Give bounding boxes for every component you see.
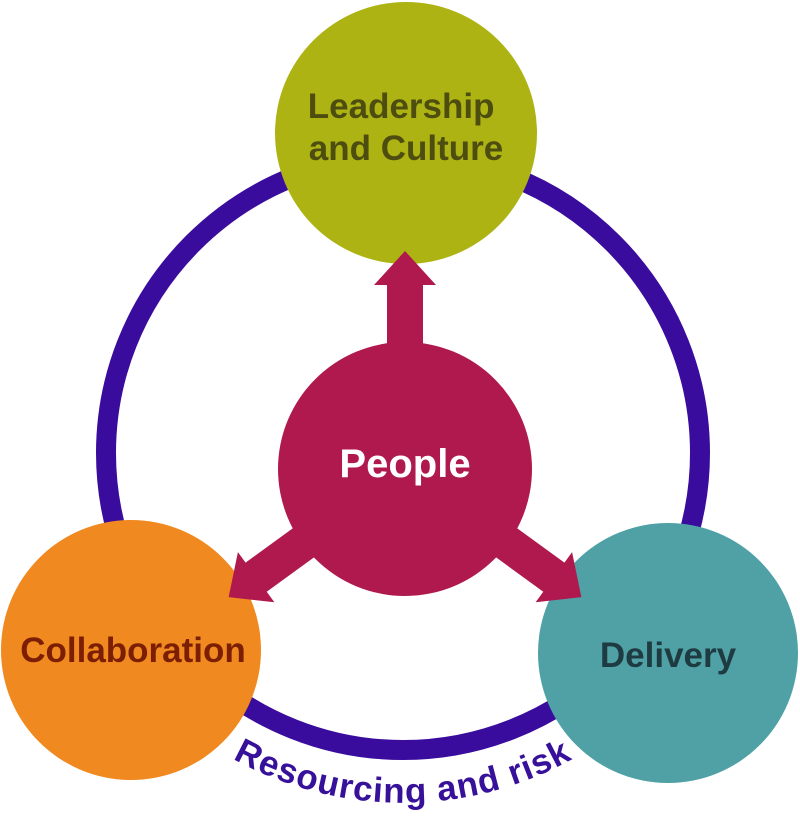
- node-collaboration-circle: [1, 520, 261, 780]
- node-leadership-label-line1: Leadership: [308, 87, 495, 126]
- node-leadership-label-line2: and Culture: [309, 129, 503, 168]
- node-collaboration-label: Collaboration: [20, 631, 246, 670]
- node-delivery-label: Delivery: [600, 636, 737, 675]
- node-people-circle: [278, 342, 532, 596]
- node-people-label: People: [339, 442, 470, 486]
- node-leadership-circle: [275, 2, 537, 264]
- node-delivery-circle: [538, 523, 798, 783]
- node-leadership-label: Leadership and Culture: [308, 87, 504, 168]
